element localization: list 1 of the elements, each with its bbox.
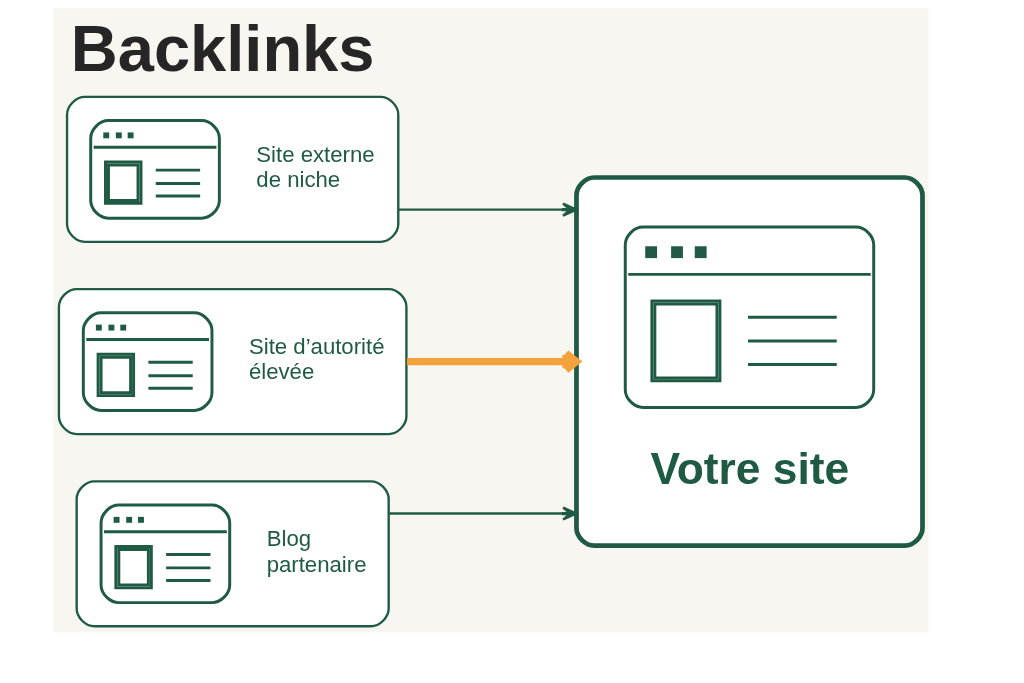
diagram-title: Backlinks <box>70 11 375 85</box>
